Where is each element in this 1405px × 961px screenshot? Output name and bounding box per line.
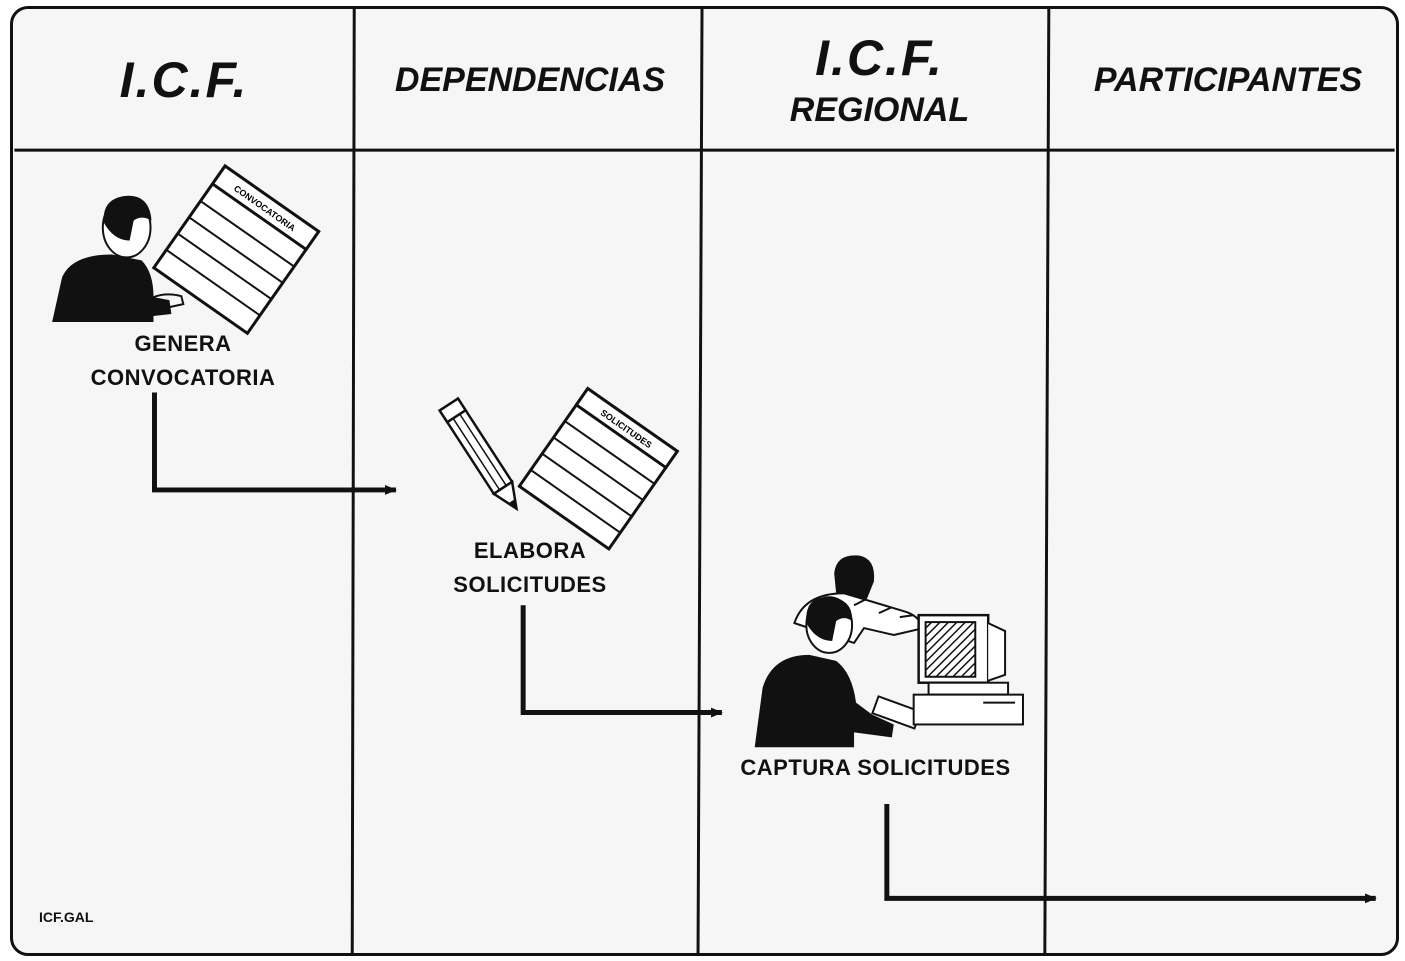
lane-divider-1 (350, 9, 356, 953)
lane-title: DEPENDENCIAS (394, 60, 666, 99)
flow-arrow-1 (152, 392, 397, 495)
lane-header-dependencias: DEPENDENCIAS (355, 9, 705, 152)
lane-divider-2 (696, 9, 704, 953)
person-at-desk-icon (52, 195, 185, 323)
step-label-captura-solicitudes: CAPTURA SOLICITUDES (703, 751, 1048, 785)
flow-arrow-3 (884, 803, 1377, 904)
swimlane-diagram: CONVOCATORIA SOLICITUDES (10, 6, 1399, 956)
lane-divider-3 (1043, 9, 1051, 953)
step-label-genera-convocatoria: GENERA CONVOCATORIA (23, 327, 343, 395)
lane-header-participantes: PARTICIPANTES (1054, 9, 1396, 152)
lane-subtitle: REGIONAL (789, 91, 970, 130)
step-label-line: GENERA (134, 331, 232, 356)
diagram-canvas: CONVOCATORIA SOLICITUDES (14, 9, 1395, 953)
document-icon: SOLICITUDES (517, 386, 680, 552)
step-label-line: CAPTURA SOLICITUDES (740, 755, 1011, 780)
two-people-computer-icon (754, 555, 1024, 748)
lane-header-icf-regional: I.C.F. REGIONAL (705, 9, 1054, 152)
lane-title: PARTICIPANTES (1093, 60, 1363, 99)
step-label-line: ELABORA (473, 538, 587, 563)
flow-arrow-2 (520, 605, 723, 718)
lane-title: I.C.F. (815, 30, 944, 87)
step-label-line: SOLICITUDES (453, 572, 607, 597)
lane-title: I.C.F. (119, 52, 249, 108)
lane-header-icf: I.C.F. (13, 9, 355, 152)
pencil-icon (437, 396, 519, 512)
step-label-line: CONVOCATORIA (90, 365, 276, 390)
footer-code: ICF.GAL (39, 909, 94, 925)
document-icon: CONVOCATORIA (151, 163, 321, 336)
step-label-elabora-solicitudes: ELABORA SOLICITUDES (365, 534, 695, 602)
